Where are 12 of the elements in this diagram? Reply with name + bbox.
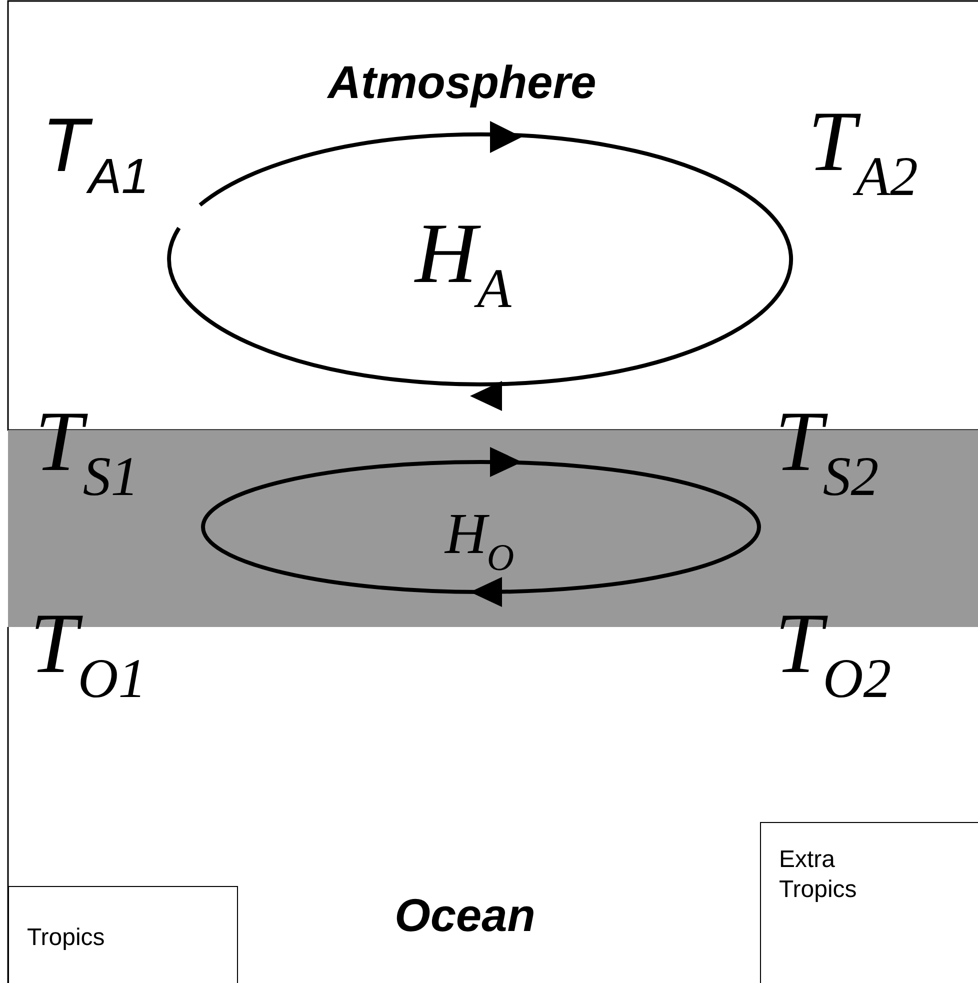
heat-transport-symbol: H$_{A}$: [415, 210, 512, 318]
temperature-symbol: T$_{O2}$: [775, 600, 892, 708]
heat-transport-symbol: H$_{O}$: [445, 505, 514, 578]
temperature-symbol: T$_{O1}$: [30, 600, 146, 708]
atmosphere-title: Atmosphere: [328, 59, 596, 105]
region-label: Tropics: [27, 923, 106, 953]
tropics-region-box: [8, 886, 238, 983]
region-label: Extra Tropics: [779, 845, 858, 905]
extra-tropics-region-box: [760, 822, 978, 983]
temperature-symbol: T$_{A1}$: [42, 108, 149, 202]
ocean-title: Ocean: [394, 892, 536, 938]
temperature-symbol: T$_{A2}$: [808, 98, 918, 206]
